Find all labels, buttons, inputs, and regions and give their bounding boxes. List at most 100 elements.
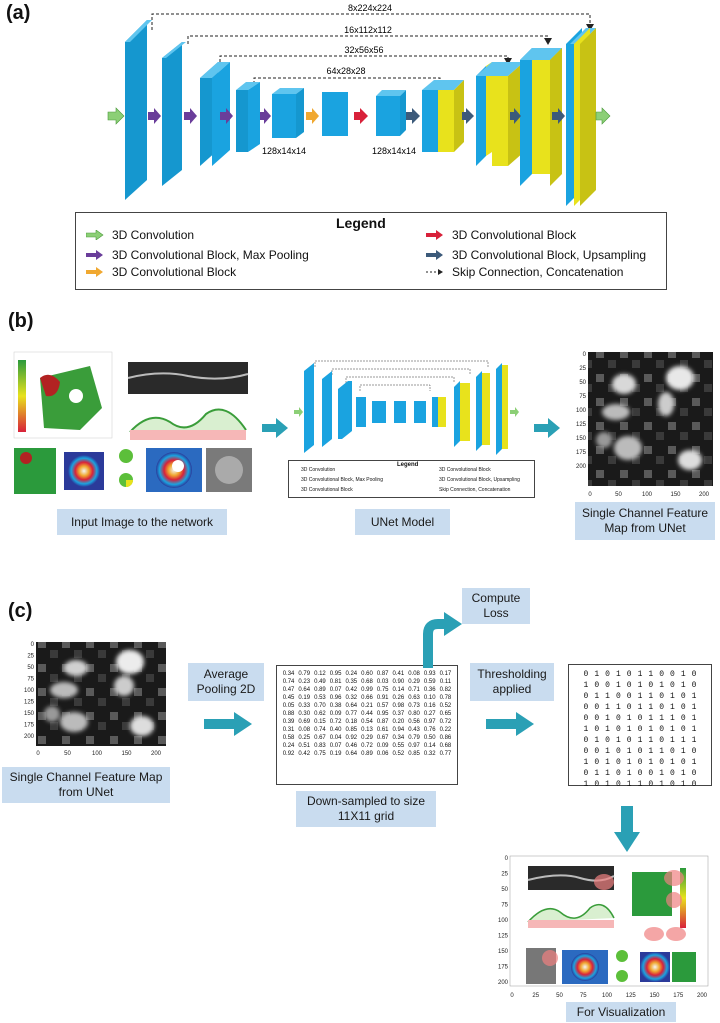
grid-cell: 0.42 (345, 687, 358, 693)
tick-label: 0 (583, 352, 587, 358)
grid-cell: 1 (594, 736, 600, 745)
grid-cell: 0 (670, 780, 675, 789)
grid-cell: 1 (659, 780, 665, 789)
grid-cell: 0 (615, 692, 621, 701)
grid-cell: 0 (659, 758, 665, 767)
tick-label: 75 (580, 993, 587, 999)
grid-cell: 1 (670, 736, 675, 745)
grid-cell: 0.77 (345, 711, 358, 717)
grid-cell: 0 (594, 747, 600, 756)
downsample-caption: Down-sampled to size 11X11 grid (296, 791, 436, 827)
legend-item-block-red: 3D Convolutional Block (426, 228, 576, 242)
grid-cell: 0 (594, 714, 600, 723)
grid-cell: 1 (670, 703, 675, 712)
grid-cell: 1 (594, 692, 600, 701)
teal-arrow-icon (486, 712, 534, 736)
input-image-caption: Input Image to the network (57, 509, 227, 535)
grid-cell: 1 (583, 725, 589, 734)
grid-cell: 0.29 (408, 679, 420, 685)
grid-cell: 0.25 (298, 735, 311, 741)
grid-cell: 0.24 (282, 743, 295, 749)
grid-cell: 0.13 (361, 727, 373, 733)
grid-cell: 0 (670, 670, 675, 679)
grid-cell: 0.08 (408, 671, 420, 677)
grid-cell: 1 (626, 725, 632, 734)
grid-cell: 0 (691, 681, 697, 690)
encoder-block-5 (272, 88, 304, 138)
grid-cell: 0.97 (423, 719, 436, 725)
grid-cell: 1 (626, 714, 632, 723)
grid-cell: 1 (583, 780, 589, 789)
grid-cell: 0.10 (423, 695, 436, 701)
grid-cell: 0.09 (376, 743, 389, 749)
grid-cell: 0 (670, 681, 675, 690)
skip-label-8x224x224: 8x224x224 (348, 3, 392, 13)
grid-cell: 1 (605, 692, 610, 701)
arrows-a (107, 107, 611, 125)
tick-label: 200 (151, 751, 162, 757)
feature-map-c-caption: Single Channel Feature Map from UNet (2, 767, 170, 803)
skip-label-64x28x28: 64x28x28 (326, 66, 365, 76)
grid-cell: 0.68 (361, 679, 373, 685)
grid-cell: 0.63 (408, 695, 420, 701)
grid-cell: 0 (680, 725, 686, 734)
tick-label: 200 (697, 993, 708, 999)
mini-unet-diagram (294, 360, 519, 455)
grid-cell: 0.78 (439, 695, 452, 701)
grid-cell: 0.67 (376, 735, 389, 741)
tick-label: 175 (576, 450, 587, 456)
grid-cell: 1 (637, 681, 643, 690)
tick-label: 100 (92, 751, 103, 757)
grid-cell: 0.64 (345, 751, 358, 757)
grid-cell: 1 (659, 747, 665, 756)
grid-cell: 0 (659, 692, 665, 701)
grid-cell: 1 (680, 681, 686, 690)
grid-cell: 0.54 (361, 719, 373, 725)
grid-cell: 0.83 (314, 743, 326, 749)
grid-cell: 0.34 (282, 671, 295, 677)
grid-cell: 0.85 (408, 751, 420, 757)
tick-label: 200 (498, 980, 509, 986)
tick-label: 200 (699, 492, 710, 498)
grid-cell: 0.72 (361, 743, 373, 749)
grid-cell: 0 (583, 703, 589, 712)
grid-cell: 0.98 (392, 703, 405, 709)
feature-map-b-caption: Single Channel Feature Map from UNet (575, 502, 715, 540)
skip-label-16x112x112: 16x112x112 (344, 25, 392, 35)
grid-cell: 0 (626, 692, 632, 701)
navy-arrow-icon (426, 250, 443, 260)
orange-arrow-icon (86, 267, 103, 277)
grid-cell: 0.27 (423, 711, 436, 717)
encoder-block-2 (162, 42, 186, 186)
grid-cell: 1 (648, 714, 654, 723)
teal-arrow-icon (262, 418, 288, 438)
mini-legend-item: 3D Convolution (301, 467, 336, 473)
grid-cell: 0.35 (345, 679, 358, 685)
grid-cell: 1 (594, 670, 600, 679)
decoder-block-0 (376, 90, 406, 136)
grid-cell: 0.24 (345, 671, 358, 677)
grid-cell: 0.99 (361, 687, 373, 693)
grid-cell: 0.89 (361, 751, 373, 757)
grid-cell: 1 (680, 670, 686, 679)
grid-cell: 0.69 (298, 719, 311, 725)
grid-cell: 1 (680, 780, 686, 789)
grid-cell: 1 (670, 714, 675, 723)
grid-cell: 1 (594, 769, 600, 778)
tick-label: 200 (576, 464, 587, 470)
grid-cell: 0.67 (314, 735, 326, 741)
grid-cell: 0.92 (282, 751, 295, 757)
grid-cell: 0.07 (329, 743, 342, 749)
grid-cell: 1 (659, 681, 665, 690)
grid-cell: 0.50 (423, 735, 436, 741)
mini-legend-box: Legend 3D Convolution 3D Convolutional B… (288, 460, 535, 498)
